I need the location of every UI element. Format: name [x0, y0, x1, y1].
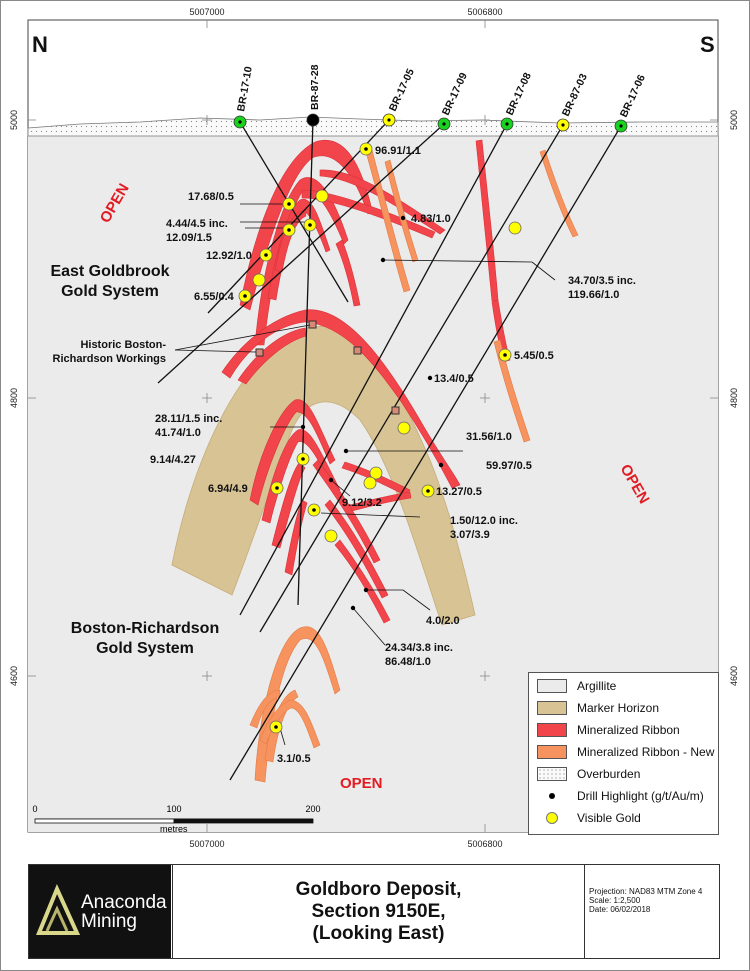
- elevation-label: 4600: [9, 666, 19, 686]
- scale-tick: 100: [166, 804, 181, 814]
- intercept-label: 24.34/3.8 inc.: [385, 642, 453, 654]
- visible-gold-markers: [238, 142, 522, 734]
- workings-label-line: Historic Boston-: [80, 339, 166, 351]
- intercept-labels: 96.91/1.1 17.68/0.5 4.83/1.0 4.44/4.5 in…: [150, 145, 636, 765]
- drill-hole-label: BR-87-28: [309, 64, 321, 110]
- intercept-label: 3.07/3.9: [450, 529, 490, 541]
- intercept-label: 119.66/1.0: [568, 289, 619, 301]
- elevation-label: 5000: [729, 110, 739, 130]
- open-label: OPEN: [340, 775, 383, 792]
- intercept-label: 17.68/0.5: [188, 191, 234, 203]
- system-label: Gold System: [96, 640, 194, 657]
- system-label: Gold System: [61, 283, 159, 300]
- legend-label: Overburden: [577, 767, 641, 781]
- north-label: N: [32, 32, 48, 57]
- drill-highlight-dots: [243, 147, 507, 729]
- overburden-layer: [27, 116, 719, 137]
- intercept-label: 59.97/0.5: [486, 460, 532, 472]
- legend-label: Mineralized Ribbon: [577, 723, 680, 737]
- brand-name: Anaconda Mining: [81, 893, 167, 931]
- legend-item-argillite: Argillite: [537, 677, 616, 695]
- system-label: East Goldbrook: [50, 263, 169, 280]
- elevation-label: 5000: [9, 110, 19, 130]
- title-line: (Looking East): [312, 922, 445, 944]
- overburden-swatch: [537, 767, 567, 781]
- legend-label: Marker Horizon: [577, 701, 660, 715]
- historic-workings: [255, 320, 400, 415]
- elevation-label: 4800: [729, 388, 739, 408]
- intercept-label: 4.83/1.0: [411, 213, 451, 225]
- legend: Argillite Marker Horizon Mineralized Rib…: [528, 672, 719, 835]
- date-text: Date: 06/02/2018: [589, 905, 651, 914]
- map-metadata: Projection: NAD83 MTM Zone 4 Scale: 1:2,…: [589, 887, 702, 914]
- intercept-label: 3.1/0.5: [277, 753, 311, 765]
- legend-label: Mineralized Ribbon - New: [577, 745, 715, 759]
- projection-text: Projection: NAD83 MTM Zone 4: [589, 887, 703, 896]
- intercept-label: 41.74/1.0: [155, 427, 201, 439]
- scale-unit: metres: [160, 824, 188, 834]
- brand-line: Mining: [81, 911, 137, 932]
- intercept-label: 5.45/0.5: [514, 350, 554, 362]
- intercept-label: 4.44/4.5 inc.: [166, 218, 228, 230]
- intercept-label: 6.55/0.4: [194, 291, 235, 303]
- intercept-leader-lines: [240, 203, 556, 746]
- intercept-label: 86.48/1.0: [385, 656, 431, 668]
- intercept-label: 12.09/1.5: [166, 232, 212, 244]
- brand-line: Anaconda: [81, 892, 167, 913]
- mineralized-ribbon-swatch: [537, 723, 567, 737]
- intercept-label: 34.70/3.5 inc.: [568, 275, 636, 287]
- drill-hole-traces: [157, 119, 622, 781]
- system-labels: East Goldbrook Gold System Boston-Richar…: [50, 263, 219, 657]
- drill-collars: [233, 113, 628, 133]
- intercept-label: 31.56/1.0: [466, 431, 512, 443]
- map-title: Goldboro Deposit, Section 9150E, (Lookin…: [172, 865, 585, 958]
- brand-logo: Anaconda Mining: [29, 865, 171, 958]
- argillite-swatch: [537, 679, 567, 693]
- system-label: Boston-Richardson: [71, 620, 219, 637]
- south-label: S: [700, 32, 715, 57]
- intercept-label: 4.0/2.0: [426, 615, 460, 627]
- title-line: Goldboro Deposit,: [295, 878, 462, 900]
- scale-tick: 0: [32, 804, 37, 814]
- workings-label: Historic Boston- Richardson Workings: [53, 339, 167, 365]
- marker-horizon-swatch: [537, 701, 567, 715]
- legend-item-overburden: Overburden: [537, 765, 640, 783]
- legend-label: Visible Gold: [577, 811, 641, 825]
- intercept-label: 13.4/0.5: [434, 373, 474, 385]
- legend-label: Drill Highlight (g/t/Au/m): [577, 789, 704, 803]
- elevation-label: 4600: [729, 666, 739, 686]
- scale-bar: 0 100 200 metres: [32, 804, 320, 834]
- intercept-label: 1.50/12.0 inc.: [450, 515, 518, 527]
- scale-tick: 200: [305, 804, 320, 814]
- title-block: Anaconda Mining Goldboro Deposit, Sectio…: [28, 864, 720, 959]
- workings-leader-lines: [174, 324, 311, 353]
- legend-item-drill-highlight: Drill Highlight (g/t/Au/m): [537, 787, 704, 805]
- intercept-label: 28.11/1.5 inc.: [155, 413, 222, 425]
- title-line: Section 9150E,: [311, 900, 446, 922]
- easting-label: 5006800: [467, 7, 502, 17]
- easting-label: 5007000: [189, 839, 224, 849]
- easting-label: 5007000: [189, 7, 224, 17]
- drill-highlight-symbol: [537, 793, 567, 799]
- triangle-logo-icon: [36, 883, 81, 935]
- legend-label: Argillite: [577, 679, 617, 693]
- collar-dots: [238, 118, 623, 128]
- legend-item-visible-gold: Visible Gold: [537, 809, 641, 827]
- elevation-label: 4800: [9, 388, 19, 408]
- coordinate-labels: 5007000 5006800 5007000 5006800 5000 480…: [9, 7, 739, 849]
- intercept-label: 9.14/4.27: [150, 454, 196, 466]
- intercept-label: 13.27/0.5: [436, 486, 482, 498]
- visible-gold-symbol: [537, 812, 567, 824]
- intercept-label: 6.94/4.9: [208, 483, 248, 495]
- intercept-label: 9.12/3.2: [342, 497, 382, 509]
- mineralized-ribbon-new-swatch: [537, 745, 567, 759]
- legend-item-mineralized-ribbon-new: Mineralized Ribbon - New: [537, 743, 714, 761]
- workings-label-line: Richardson Workings: [53, 353, 166, 365]
- scale-text: Scale: 1:2,500: [589, 896, 641, 905]
- legend-item-marker-horizon: Marker Horizon: [537, 699, 659, 717]
- legend-item-mineralized-ribbon: Mineralized Ribbon: [537, 721, 680, 739]
- intercept-label: 12.92/1.0: [206, 250, 252, 262]
- easting-label: 5006800: [467, 839, 502, 849]
- intercept-label: 96.91/1.1: [375, 145, 421, 157]
